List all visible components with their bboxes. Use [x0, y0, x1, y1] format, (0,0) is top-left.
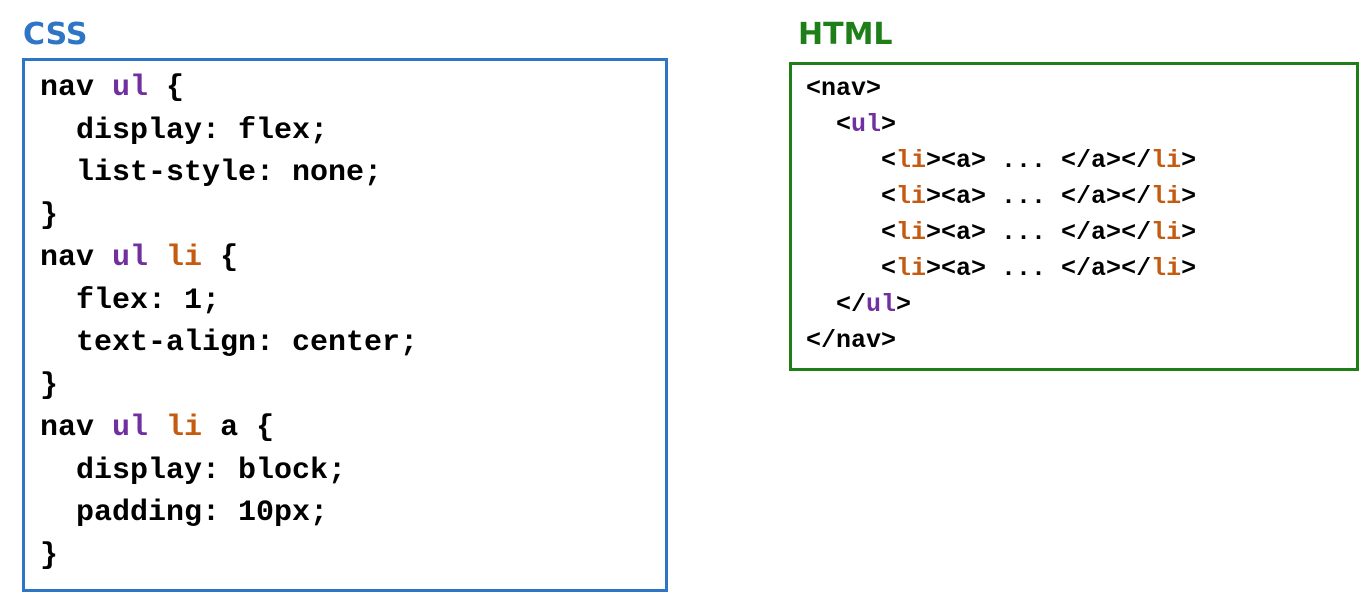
html-token: ><a> ... </a></ [926, 218, 1152, 247]
css-token: text-align: center; [40, 326, 419, 360]
html-token-li: li [1151, 254, 1182, 283]
html-token: > [1181, 146, 1197, 175]
html-token-li: li [896, 254, 927, 283]
html-panel-title: HTML [798, 17, 893, 52]
css-token: nav [40, 241, 113, 275]
html-code-box: <nav> <ul> <li><a> ... </a></li> <li><a>… [789, 62, 1359, 371]
css-token: padding: 10px; [40, 496, 329, 530]
css-token [148, 411, 166, 445]
css-token: display: flex; [40, 113, 329, 148]
html-token: <nav> [806, 74, 882, 103]
html-code-line: <li><a> ... </a></li> [806, 251, 1356, 287]
css-code-line: } [40, 535, 665, 578]
css-token: } [40, 198, 59, 233]
css-token: { [148, 71, 185, 105]
html-token: < [806, 146, 897, 175]
html-token: > [881, 110, 897, 139]
html-code-line: </nav> [806, 323, 1356, 359]
css-token-li: li [166, 411, 203, 445]
html-token-li: li [1151, 218, 1182, 247]
html-token-li: li [896, 146, 927, 175]
html-token: </ [806, 290, 867, 319]
html-token: < [806, 182, 897, 211]
html-code-line: </ul> [806, 287, 1356, 323]
css-code-line: } [40, 365, 665, 408]
css-panel-title: CSS [23, 17, 88, 52]
css-token: { [202, 241, 239, 275]
html-token: < [806, 218, 897, 247]
html-token: ><a> ... </a></ [926, 146, 1152, 175]
css-code-line: } [40, 195, 665, 238]
css-code-line: flex: 1; [40, 280, 665, 323]
css-token-ul: ul [112, 71, 149, 105]
css-code-line: nav ul li a { [40, 407, 665, 450]
html-token: > [1181, 218, 1197, 247]
html-token-li: li [1151, 146, 1182, 175]
css-token: nav [40, 71, 113, 105]
css-token: } [40, 368, 59, 403]
css-token: nav [40, 411, 113, 445]
html-token: ><a> ... </a></ [926, 254, 1152, 283]
css-code-line: list-style: none; [40, 152, 665, 195]
html-code-line: <ul> [806, 107, 1356, 143]
css-token-li: li [166, 241, 203, 275]
html-token-li: li [896, 218, 927, 247]
css-token: flex: 1; [40, 283, 221, 318]
html-code-line: <li><a> ... </a></li> [806, 143, 1356, 179]
css-token: a { [202, 411, 275, 445]
html-token-ul: ul [851, 110, 882, 139]
css-code-line: display: flex; [40, 110, 665, 153]
css-token: } [40, 538, 59, 573]
html-token: < [806, 110, 852, 139]
html-code-line: <nav> [806, 71, 1356, 107]
css-token-ul: ul [112, 411, 149, 445]
html-token-ul: ul [866, 290, 897, 319]
css-token: display: block; [40, 453, 347, 488]
html-token: < [806, 254, 897, 283]
css-code-line: padding: 10px; [40, 492, 665, 535]
html-token: > [896, 290, 912, 319]
css-token: list-style: none; [40, 156, 383, 190]
css-code-line: nav ul li { [40, 237, 665, 280]
html-token: </nav> [806, 326, 897, 355]
html-token-li: li [896, 182, 927, 211]
html-token: ><a> ... </a></ [926, 182, 1152, 211]
html-code-line: <li><a> ... </a></li> [806, 179, 1356, 215]
html-code-line: <li><a> ... </a></li> [806, 215, 1356, 251]
html-token: > [1181, 182, 1197, 211]
html-token: > [1181, 254, 1197, 283]
css-token-ul: ul [112, 241, 149, 275]
css-code-box: nav ul { display: flex; list-style: none… [22, 58, 668, 592]
css-code-line: display: block; [40, 450, 665, 493]
html-token-li: li [1151, 182, 1182, 211]
css-code-line: text-align: center; [40, 322, 665, 365]
css-token [148, 241, 166, 275]
css-code-line: nav ul { [40, 67, 665, 110]
